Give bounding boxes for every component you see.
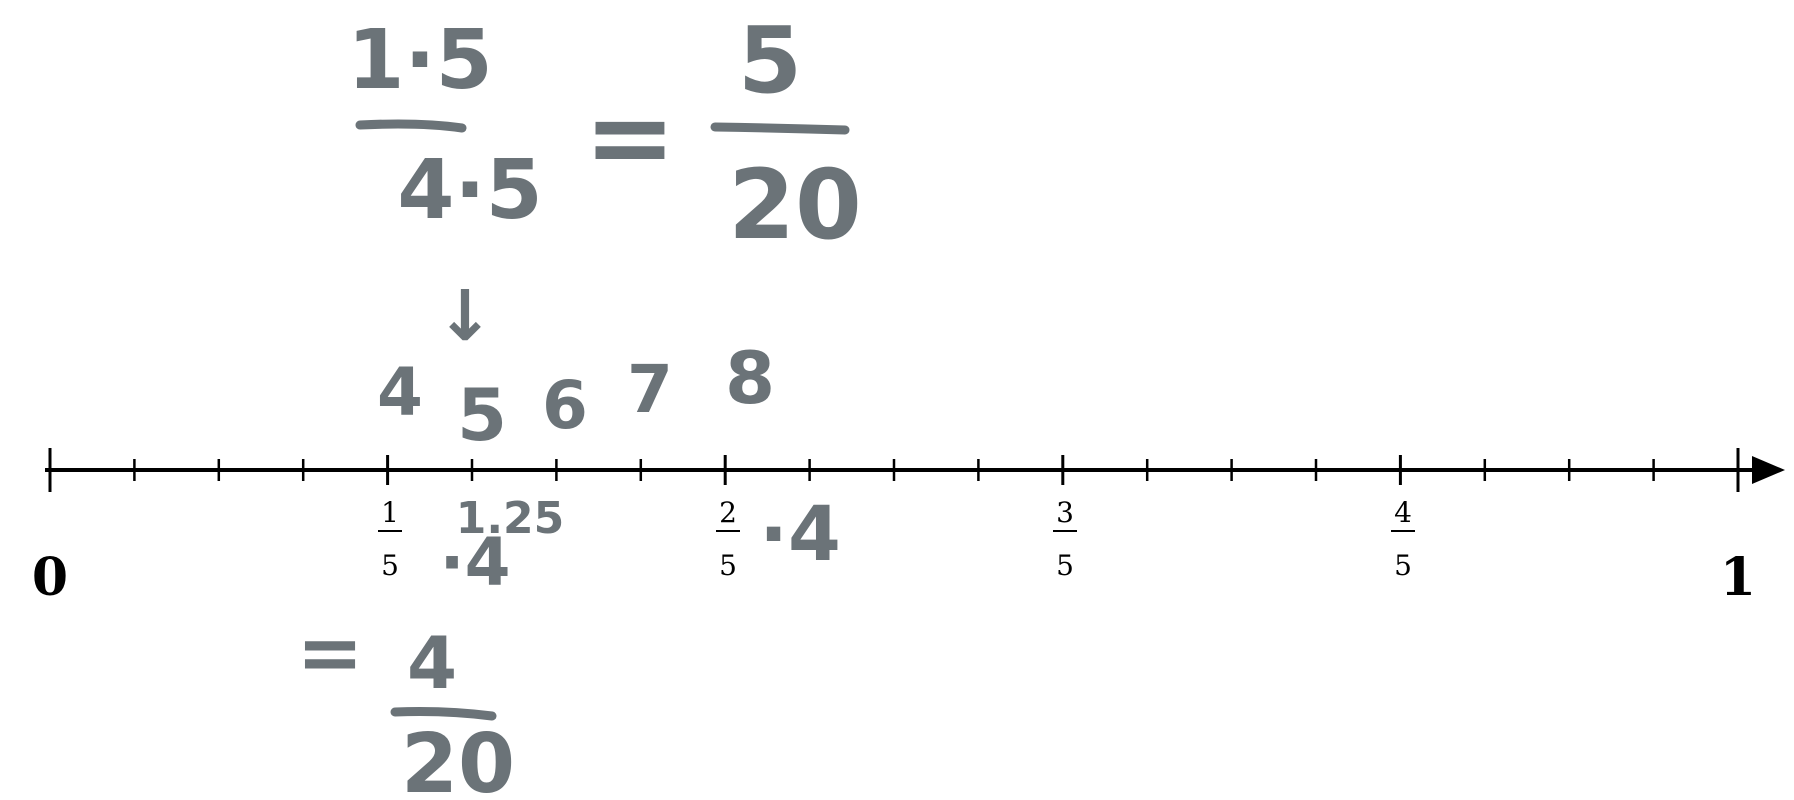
axis-ticks [48,448,1740,492]
top-equals-sign: = [584,73,676,201]
fraction-label-four-fifths: 4 5 [1391,496,1415,582]
handwritten-top-equation: 1·5 4·5 = 5 20 [347,7,861,261]
fraction-numerator: 1 [381,496,399,529]
fraction-denominator: 5 [1394,549,1412,582]
bottom-denominator: 20 [401,717,515,800]
sequence-item: 4 [377,354,423,431]
fraction-numerator: 3 [1056,496,1074,529]
sequence-item: 7 [627,351,673,428]
small-value-label: 1.25 [456,493,565,544]
fraction-label-three-fifths: 3 5 [1053,496,1077,582]
fraction-denominator: 5 [381,549,399,582]
handwritten-bottom-equation: = 4 20 [296,606,515,800]
top-right-fraction-bar [710,122,850,135]
two-fifths-multiplier: ·4 [759,489,841,578]
handwritten-sequence: 4 5 6 7 8 [377,336,775,457]
top-left-fraction-bar [355,119,467,133]
fraction-label-two-fifths: 2 5 [716,496,740,582]
sequence-item: 8 [725,336,775,420]
bottom-fraction-bar [390,707,497,721]
fraction-numerator: 4 [1394,496,1412,529]
label-one: 1 [1720,547,1756,608]
bottom-numerator: 4 [407,621,457,705]
label-zero: 0 [32,547,68,608]
axis-arrowhead-icon [1752,456,1785,484]
down-arrow-icon: ↓ [436,275,495,357]
bottom-equals-sign: = [296,606,363,699]
handwritten-mid-labels: 1.25 ·4 ·4 [440,489,841,601]
top-right-denominator: 20 [728,149,862,261]
fraction-numerator: 2 [719,496,737,529]
sequence-item: 5 [457,373,507,457]
one-fifth-multiplier: ·4 [440,524,511,601]
fraction-denominator: 5 [1056,549,1074,582]
number-line-axis [45,448,1785,492]
top-left-denominator: 4·5 [397,143,542,238]
fraction-label-one-fifth: 1 5 [378,496,402,582]
fraction-denominator: 5 [719,549,737,582]
top-left-numerator: 1·5 [347,13,492,108]
sequence-item: 6 [542,367,588,444]
top-right-numerator: 5 [738,7,802,114]
